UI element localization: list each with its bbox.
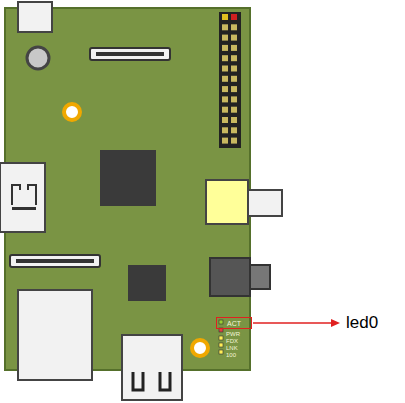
power-connector — [18, 2, 52, 32]
led-label: FDX — [226, 338, 238, 344]
gpio-pin — [222, 24, 228, 30]
gpio-pin — [222, 127, 228, 133]
hdmi-port — [0, 163, 45, 232]
gpio-pin — [231, 14, 237, 20]
rca-barrel — [248, 190, 282, 216]
rca-jack — [206, 180, 248, 224]
gpio-pin — [222, 14, 228, 20]
gpio-pin — [231, 107, 237, 113]
gpio-pin — [231, 86, 237, 92]
usb-port — [122, 335, 182, 400]
led — [219, 350, 223, 354]
gpio-pin — [222, 138, 228, 144]
gpio-pin — [222, 66, 228, 72]
gpio-pin — [222, 96, 228, 102]
gpio-pin — [231, 138, 237, 144]
gpio-pin — [231, 127, 237, 133]
usb-chip — [128, 265, 166, 301]
gpio-pin — [222, 76, 228, 82]
gpio-pin — [222, 86, 228, 92]
gpio-pin — [222, 35, 228, 41]
led — [219, 320, 223, 324]
led-label: PWR — [226, 331, 240, 337]
led — [219, 336, 223, 340]
hdmi-symbol — [12, 185, 36, 205]
led — [219, 343, 223, 347]
gpio-pin — [222, 45, 228, 51]
gpio-pin — [222, 55, 228, 61]
gpio-header — [219, 12, 241, 148]
gpio-pin — [222, 107, 228, 113]
display-slot — [96, 52, 164, 56]
soc-chip — [100, 150, 156, 206]
hdmi-slot — [12, 207, 36, 210]
mount-hole — [192, 340, 208, 356]
gpio-pin — [231, 24, 237, 30]
audio-barrel — [250, 265, 270, 289]
signal-name: led0 — [346, 314, 378, 331]
camera-slot — [16, 259, 94, 263]
led-label: LNK — [226, 345, 238, 351]
highlight-box: ACT — [216, 317, 252, 329]
gpio-pin — [222, 117, 228, 123]
gpio-pin — [231, 35, 237, 41]
camera-connector — [10, 255, 100, 267]
display-connector — [90, 48, 170, 60]
audio-jack — [210, 258, 250, 296]
leader-line — [253, 322, 334, 324]
ethernet-port — [18, 290, 92, 380]
mount-hole — [64, 104, 80, 120]
gpio-pin — [231, 96, 237, 102]
leader-arrowhead — [331, 319, 340, 327]
gpio-pin — [231, 66, 237, 72]
gpio-pin — [231, 45, 237, 51]
gpio-pin — [231, 117, 237, 123]
usb-symbol — [133, 372, 170, 390]
mount-circle — [27, 47, 49, 69]
led-label: ACT — [227, 320, 251, 327]
gpio-pin — [231, 76, 237, 82]
led-label: 100 — [226, 352, 236, 358]
gpio-pin — [231, 55, 237, 61]
gpio-pins — [222, 14, 237, 144]
